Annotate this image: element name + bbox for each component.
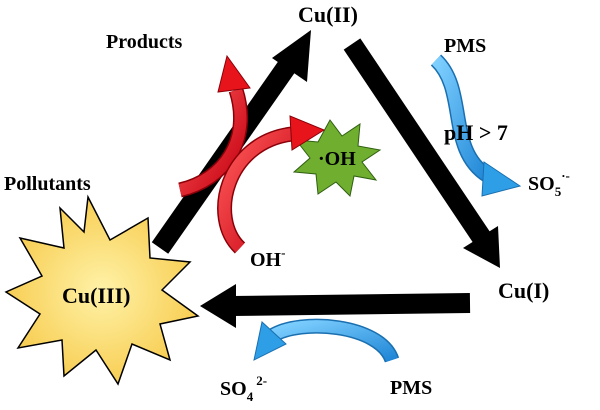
ph-label: pH > 7 (444, 120, 508, 145)
arrow-cu2-to-cu1 (343, 38, 500, 268)
products-label: Products (106, 31, 183, 53)
pms-top-label: PMS (444, 35, 486, 57)
arrow-pollutants-to-products (178, 54, 251, 198)
oh-radical-star-shape (292, 119, 382, 198)
oh-minus-label: OH- (250, 245, 285, 271)
pollutants-label: Pollutants (4, 173, 91, 195)
arrow-pms-to-so5 (430, 54, 522, 197)
so4-label: SO42- (220, 373, 267, 404)
arrow-cu1-to-cu3 (200, 284, 471, 328)
arrow-ohminus-to-ohradical (217, 115, 326, 254)
cu1-label: Cu(I) (498, 278, 549, 303)
pms-bottom-label: PMS (390, 377, 432, 399)
cu2-label: Cu(II) (298, 2, 358, 27)
so5-label: SO5·- (528, 168, 570, 199)
cu3-star-shape (4, 194, 200, 386)
oh-radical-label: ·OH (318, 148, 356, 170)
arrow-pms-to-so4 (253, 318, 400, 364)
cu3-label: Cu(III) (62, 283, 130, 308)
